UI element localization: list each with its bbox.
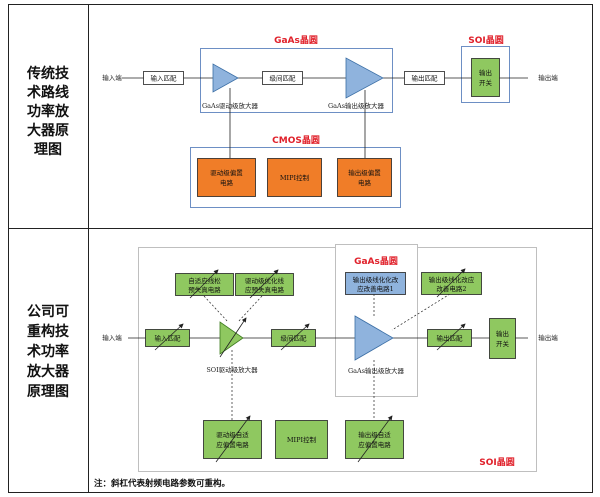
row1-output-label: 输出端 (538, 73, 558, 82)
row2-output-linearization-1-line: 应改善电路1 (357, 284, 394, 293)
row2-output-amp-label: GaAs输出级放大器 (348, 366, 405, 375)
row2-output-linearization-2-line: 改善电路2 (436, 284, 466, 293)
row1-soi-wafer-frame (461, 46, 510, 103)
slash-arrow-icon (215, 415, 251, 463)
row2-output-linearization-1-line: 输出级线化化改 (353, 275, 399, 284)
row1-header-line: 理图 (34, 142, 62, 158)
row2-mipi-control: MIPI控制 (275, 420, 328, 459)
row2-gaas-wafer-label: GaAs晶圆 (354, 256, 398, 267)
row1-output-switch: 输出 开关 (471, 58, 500, 97)
row2-output-amp (354, 315, 394, 361)
row1-interstage-match-label: 级间匹配 (270, 74, 297, 83)
row2-header-line: 重构技 (27, 323, 70, 340)
row2-input-label: 输入端 (102, 333, 122, 342)
row1-driver-bias-line: 电路 (220, 178, 234, 187)
row2-output-bias-line: 应偏置电路 (358, 440, 391, 449)
row1-header: 传统技 术路线 功率放 大器原 理图 (26, 65, 70, 158)
row2-driver-amp-label: SOI驱动级放大器 (206, 365, 258, 374)
row1-output-match-label: 输出匹配 (412, 74, 439, 83)
row1-gaas-wafer-label: GaAs晶圆 (274, 35, 318, 46)
row2-driver-predistortion: 自适应线松 预失真电路 (175, 273, 234, 296)
row2-predistortion-link (203, 295, 229, 323)
row2-linearization-link (237, 295, 263, 323)
row1-cmos-wafer-label: CMOS晶圆 (272, 135, 320, 146)
row2-output-linearization-1: 输出级线化化改 应改善电路1 (345, 272, 406, 295)
slash-arrow-icon (436, 268, 466, 298)
row2-driver-bias-line: 驱动级自适 (216, 430, 249, 439)
row2-gaas-wafer-frame (335, 244, 418, 397)
row1-output-amp (345, 57, 384, 99)
row1-mipi-label: MIPI控制 (280, 173, 310, 182)
slash-arrow-icon (154, 323, 184, 351)
row2-output-linearization-2: 输出级线化改应 改善电路2 (421, 272, 482, 295)
row1-driver-bias-line: 驱动级偏置 (210, 168, 243, 177)
row1-header-line: 大器原 (27, 122, 69, 139)
row1-input-match-label: 输入匹配 (151, 74, 178, 83)
row2-driver-linearization-line: 应预失真电路 (245, 285, 285, 294)
row2-driver-amp (219, 321, 244, 355)
row2-output-switch: 输出 开关 (489, 318, 516, 359)
row2-soi-wafer-label: SOI晶圆 (479, 457, 514, 468)
row2-switch-label-line: 开关 (496, 339, 510, 348)
row2-switch-label-line: 输出 (496, 329, 509, 338)
row2-mipi-label: MIPI控制 (287, 435, 317, 444)
row1-output-bias-line: 电路 (358, 178, 372, 187)
row1-header-line: 传统技 (26, 65, 70, 82)
row2-header-line: 放大器 (26, 363, 70, 380)
slash-arrow-icon (357, 415, 393, 463)
row2-driver-predistortion-line: 自适应线松 (188, 276, 221, 285)
row1-switch-label-line: 开关 (479, 78, 493, 87)
row1-output-bias-line: 输出级偏置 (348, 168, 381, 177)
row2-driver-linearization: 驱动级优化线 应预失真电路 (235, 273, 294, 296)
row1-mipi-control: MIPI控制 (267, 158, 322, 197)
row1-output-bias: 输出级偏置 电路 (337, 158, 392, 197)
row2-header: 公司可 重构技 术功率 放大器 原理图 (26, 304, 70, 400)
row2-driver-linearization-line: 驱动级优化线 (245, 276, 285, 285)
row2-driver-bias-line: 应偏置电路 (216, 440, 249, 449)
row1-cmos-wafer-frame (190, 147, 401, 208)
row1-gaas-wafer-frame (200, 48, 393, 113)
row2-output-bias-line: 输出级自适 (358, 430, 391, 439)
row1-interstage-match: 级间匹配 (262, 71, 303, 85)
row2-output-label: 输出端 (538, 333, 558, 342)
row1-soi-wafer-label: SOI晶圆 (468, 35, 503, 46)
row1-switch-label-line: 输出 (479, 68, 492, 77)
row2-header-line: 公司可 (27, 304, 69, 320)
row1-driver-bias: 驱动级偏置 电路 (197, 158, 256, 197)
row1-input-match: 输入匹配 (143, 71, 184, 85)
row2-out-lin2-link (391, 293, 451, 331)
row1-input-label: 输入端 (102, 73, 122, 82)
reconfigurable-slashes (154, 268, 466, 463)
slash-arrow-icon (249, 269, 279, 299)
table-frame (8, 4, 593, 493)
slash-arrow-icon (436, 323, 466, 351)
row2-driver-predistortion-line: 预失真电路 (188, 285, 221, 294)
row2-output-linearization-2-line: 输出级线化改应 (429, 275, 475, 284)
slash-arrow-icon (280, 323, 310, 351)
row1-header-line: 功率放 (27, 103, 70, 120)
row1-driver-amp (212, 63, 239, 93)
row2-header-line: 术功率 (27, 343, 69, 360)
row1-output-match: 输出匹配 (404, 71, 445, 85)
row1-output-amp-label: GaAs输出级放大器 (328, 101, 385, 110)
row1-header-line: 术路线 (27, 84, 69, 101)
row2-header-line: 原理图 (27, 384, 69, 400)
footnote: 注：斜杠代表射频电路参数可重构。 (94, 478, 230, 489)
slash-arrow-icon (189, 269, 219, 299)
slash-arrow-icon (219, 317, 247, 358)
